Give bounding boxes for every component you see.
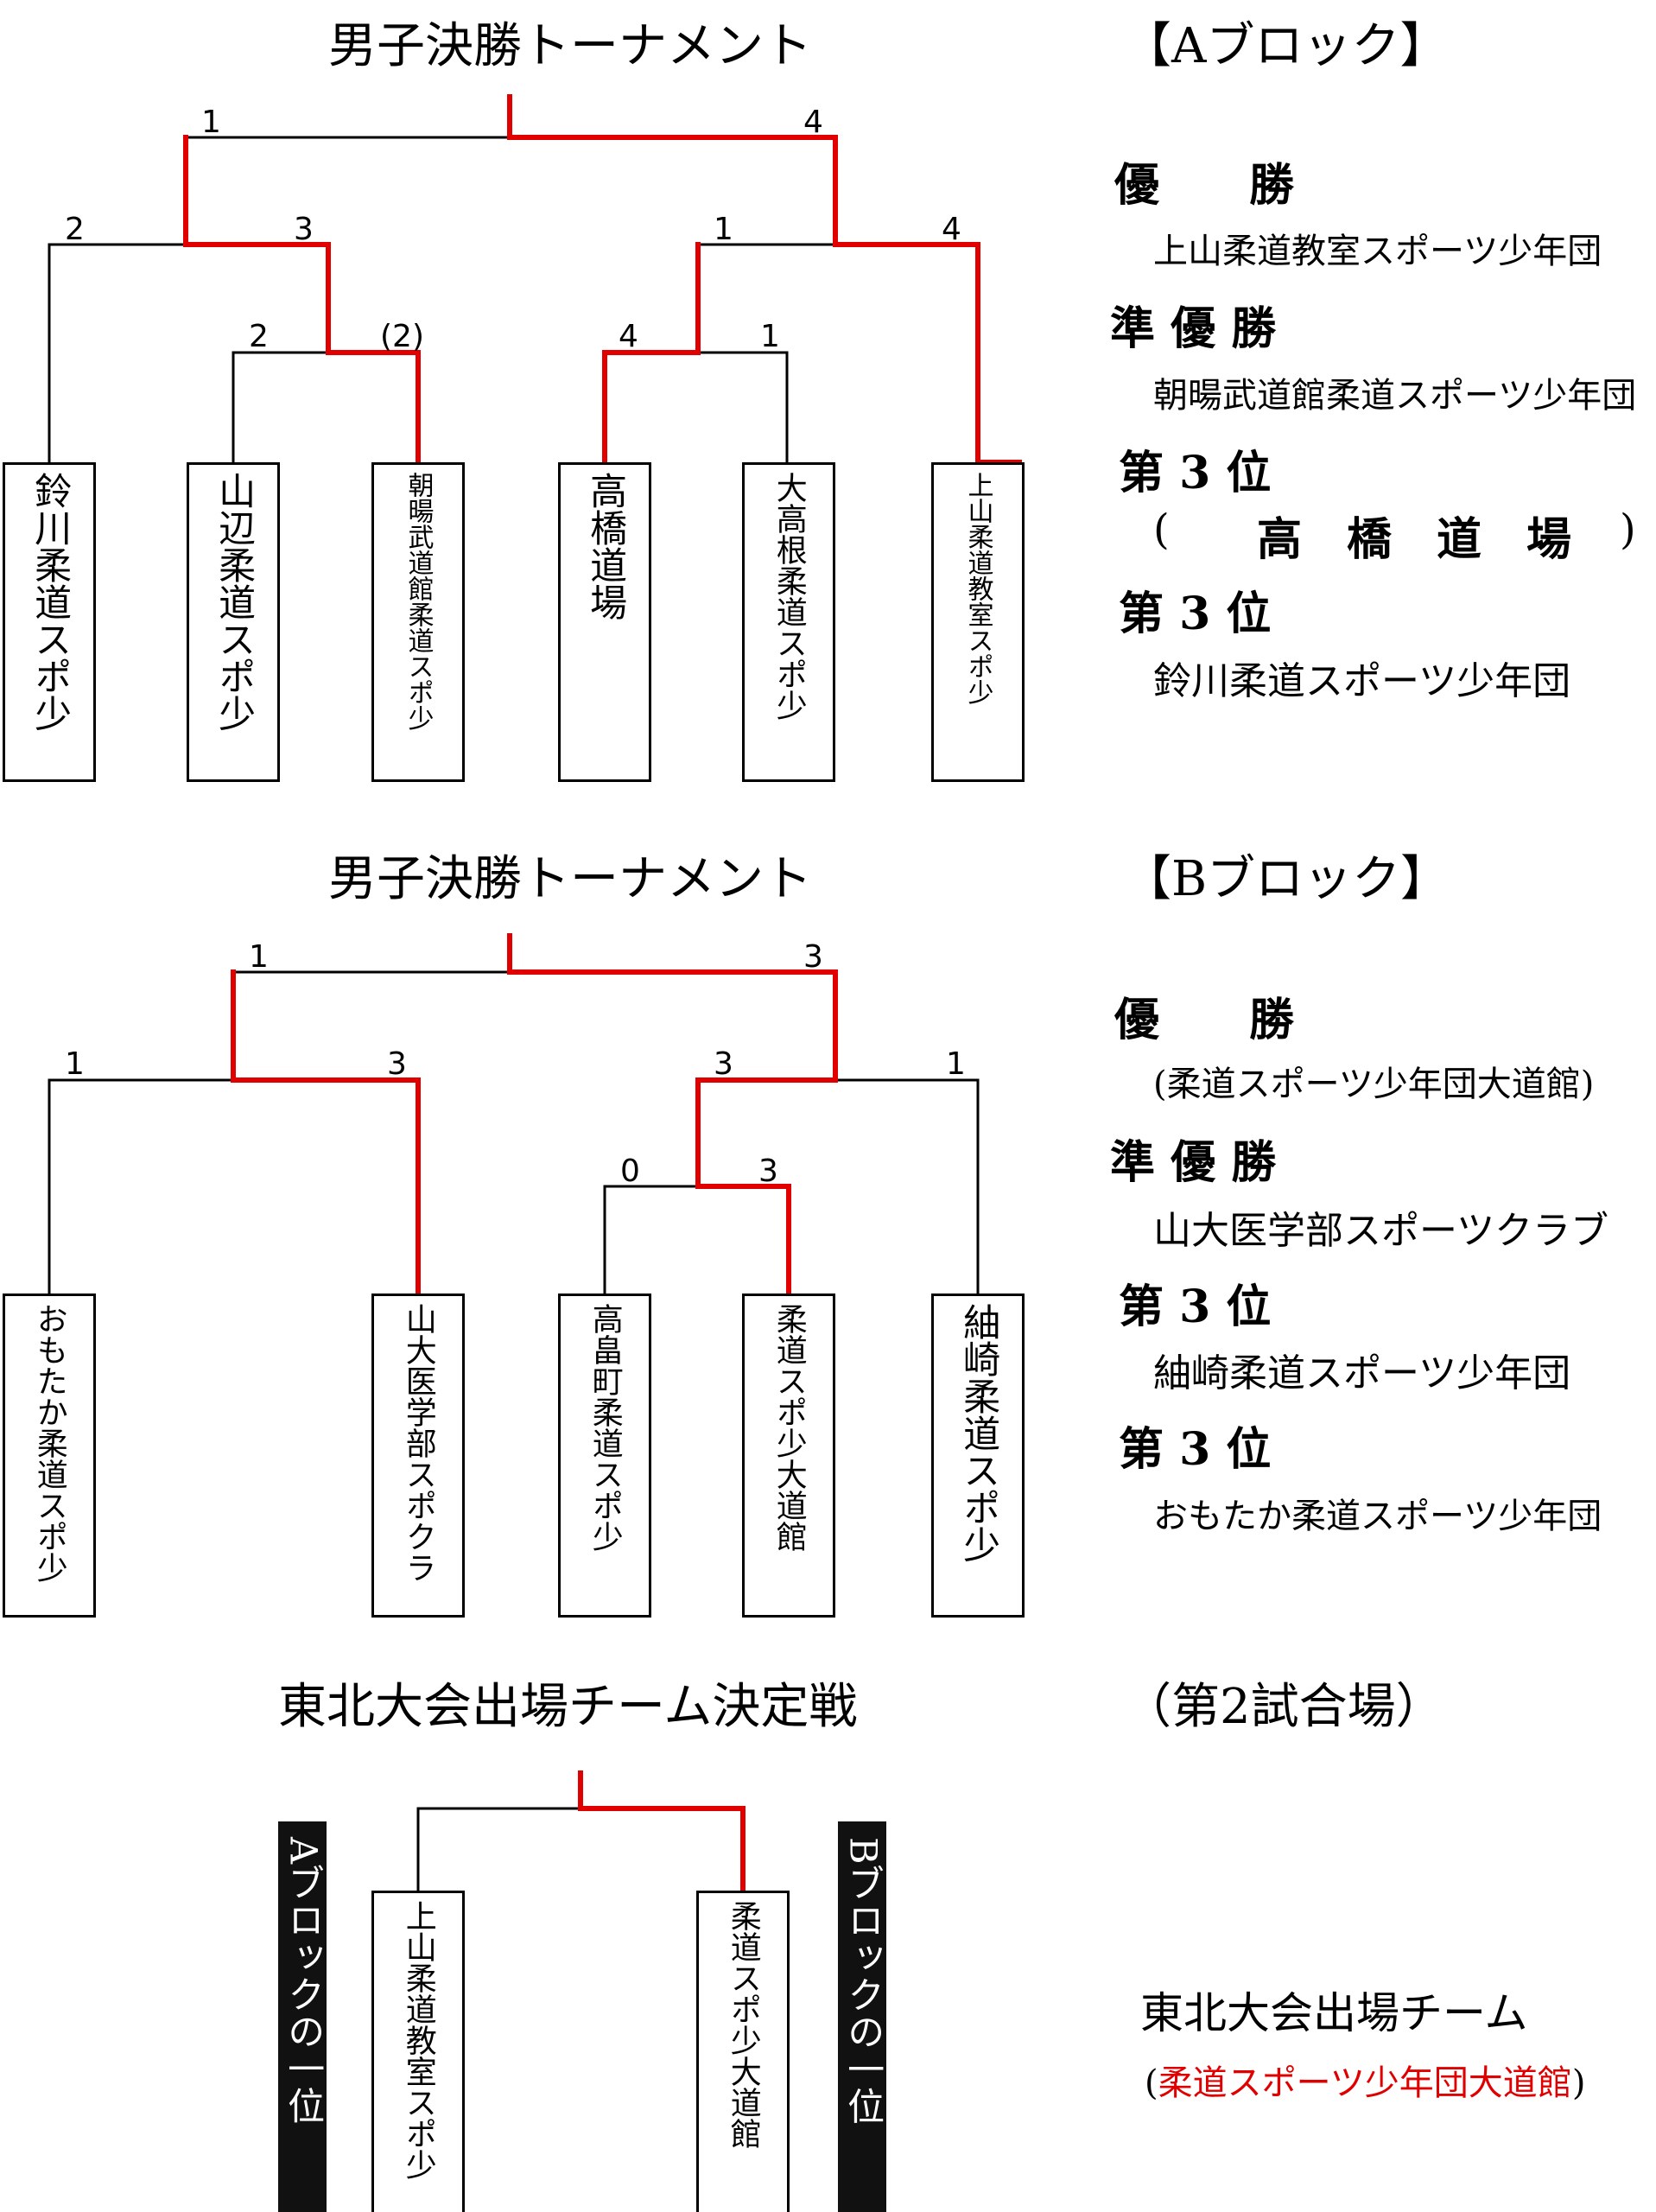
team-box-b-1: おもたか柔道スポ少 [3, 1294, 96, 1618]
score-a-final-right: 4 [803, 105, 823, 140]
b-runnerup: 山大医学部スポーツクラブ [1153, 1209, 1609, 1253]
team-box-a-2: 山辺柔道スポ少 [187, 462, 280, 782]
a-third-label-2: 第 3 位 [1119, 588, 1272, 640]
team-name: 山大医学部スポクラ [400, 1303, 436, 1583]
team-name: 高橋道場 [583, 472, 627, 620]
block-b-first-tag: Bブロックの一位 [838, 1821, 886, 2212]
team-name: 大高根柔道スポ少 [771, 472, 807, 721]
b-third-label-2: 第 3 位 [1119, 1423, 1272, 1476]
team-name: 紬崎柔道スポ少 [956, 1303, 1000, 1563]
tag-text: Aブロックの一位 [281, 1837, 325, 2125]
score-b-r2: 1 [946, 1046, 966, 1082]
qualified-open: ( [1145, 2063, 1158, 2103]
a-third-1-open: ( [1153, 505, 1170, 554]
team-name: 山辺柔道スポ少 [212, 472, 256, 732]
team-name: 鈴川柔道スポ少 [28, 472, 72, 732]
team-name: 柔道スポ少大道館 [771, 1303, 807, 1552]
team-name: 上山柔道教室スポ少 [962, 472, 993, 705]
tag-text: Bブロックの一位 [841, 1837, 885, 2125]
score-b-r4: 3 [758, 1154, 778, 1189]
qualified-line: (柔道スポーツ少年団大道館) [1145, 2055, 1585, 2105]
score-b-l2: 3 [387, 1046, 407, 1082]
team-box-a-1: 鈴川柔道スポ少 [3, 462, 96, 782]
a-winner: 上山柔道教室スポーツ少年団 [1153, 232, 1602, 271]
team-box-b-2: 山大医学部スポクラ [371, 1294, 465, 1618]
score-a-r3: 4 [619, 319, 638, 354]
b-runnerup-label: 準 優 勝 [1110, 1136, 1277, 1189]
score-a-final-left: 1 [201, 105, 221, 140]
playoff-venue: （第2試合場） [1123, 1679, 1444, 1735]
b-third-1: 紬崎柔道スポーツ少年団 [1153, 1351, 1571, 1395]
score-b-final-left: 1 [249, 939, 269, 975]
team-name: 朝暘武道館柔道スポ少 [403, 472, 434, 731]
a-third-1: 高 橋 道 場 [1257, 513, 1572, 566]
a-runnerup-label: 準 優 勝 [1110, 302, 1277, 355]
team-box-b-5: 紬崎柔道スポ少 [931, 1294, 1025, 1618]
playoff-team-left: 上山柔道教室スポ少 [371, 1891, 465, 2212]
score-a-l2: 3 [294, 212, 314, 247]
team-name: おもたか柔道スポ少 [31, 1303, 67, 1583]
block-a-first-tag: Aブロックの一位 [278, 1821, 327, 2212]
a-winner-label: 優 勝 [1114, 159, 1295, 212]
qualified-team: 柔道スポーツ少年団大道館 [1158, 2063, 1572, 2103]
b-winner: (柔道スポーツ少年団大道館) [1153, 1065, 1595, 1104]
block-a-title: 男子決勝トーナメント [328, 18, 812, 74]
score-a-r2: 4 [942, 212, 961, 247]
b-third-label-1: 第 3 位 [1119, 1281, 1272, 1333]
team-box-b-4: 柔道スポ少大道館 [742, 1294, 835, 1618]
score-a-r4: 1 [760, 319, 780, 354]
score-b-r1: 3 [714, 1046, 733, 1082]
qualified-label: 東北大会出場チーム [1140, 1988, 1528, 2038]
team-box-a-6: 上山柔道教室スポ少 [931, 462, 1025, 782]
team-name: 上山柔道教室スポ少 [400, 1900, 436, 2180]
team-box-b-3: 高畠町柔道スポ少 [558, 1294, 651, 1618]
playoff-team-right: 柔道スポ少大道館 [696, 1891, 790, 2212]
team-box-a-5: 大高根柔道スポ少 [742, 462, 835, 782]
score-b-l1: 1 [65, 1046, 85, 1082]
block-b-label: 【Bブロック】 [1123, 851, 1450, 907]
a-third-label-1: 第 3 位 [1119, 447, 1272, 499]
block-a-label: 【Aブロック】 [1123, 18, 1449, 74]
qualified-close: ) [1571, 2063, 1586, 2103]
a-runnerup: 朝暘武道館柔道スポーツ少年団 [1153, 376, 1637, 416]
a-third-2: 鈴川柔道スポーツ少年団 [1153, 659, 1571, 703]
b-winner-label: 優 勝 [1114, 994, 1295, 1046]
score-a-l1: 2 [65, 212, 85, 247]
score-b-final-right: 3 [803, 939, 823, 975]
score-a-l3: 2 [249, 319, 269, 354]
block-b-title: 男子決勝トーナメント [328, 851, 812, 907]
team-box-a-3: 朝暘武道館柔道スポ少 [371, 462, 465, 782]
b-third-2: おもたか柔道スポーツ少年団 [1153, 1497, 1602, 1536]
playoff-title: 東北大会出場チーム決定戦 [278, 1679, 858, 1735]
team-box-a-4: 高橋道場 [558, 462, 651, 782]
a-third-1-close: ) [1620, 505, 1636, 554]
score-a-r1: 1 [714, 212, 733, 247]
team-name: 柔道スポ少大道館 [725, 1900, 761, 2149]
score-b-r3: 0 [620, 1154, 640, 1189]
team-name: 高畠町柔道スポ少 [587, 1303, 623, 1552]
score-a-l4: (2) [380, 319, 424, 354]
